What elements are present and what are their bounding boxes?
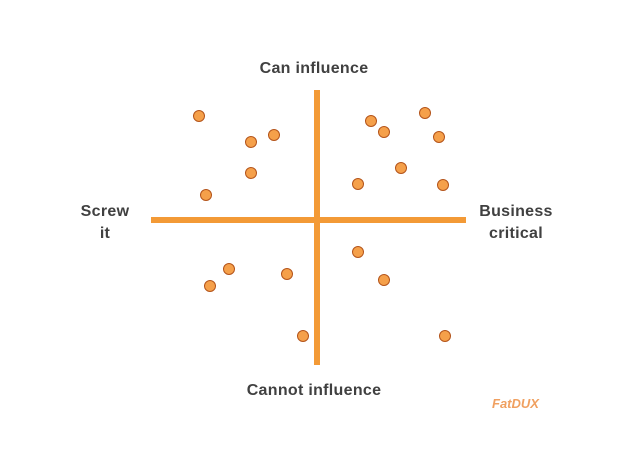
dot (281, 268, 293, 280)
dot (365, 115, 377, 127)
dot (352, 246, 364, 258)
dot (439, 330, 451, 342)
label-business-critical: Business critical (479, 203, 553, 242)
dot (245, 167, 257, 179)
dots-group (193, 107, 451, 342)
dot (352, 178, 364, 190)
label-screw-it: Screw it (80, 203, 130, 242)
dot (193, 110, 205, 122)
dot (297, 330, 309, 342)
dot (204, 280, 216, 292)
dot (268, 129, 280, 141)
label-can-influence: Can influence (259, 60, 369, 77)
dot (245, 136, 257, 148)
dot (395, 162, 407, 174)
dot (378, 126, 390, 138)
fatdux-logo: FatDUX (490, 393, 570, 413)
dot (419, 107, 431, 119)
logo-text: FatDUX (492, 396, 540, 411)
dot (433, 131, 445, 143)
dot (223, 263, 235, 275)
dot (378, 274, 390, 286)
dot (200, 189, 212, 201)
label-cannot-influence: Cannot influence (246, 382, 382, 399)
dot (437, 179, 449, 191)
